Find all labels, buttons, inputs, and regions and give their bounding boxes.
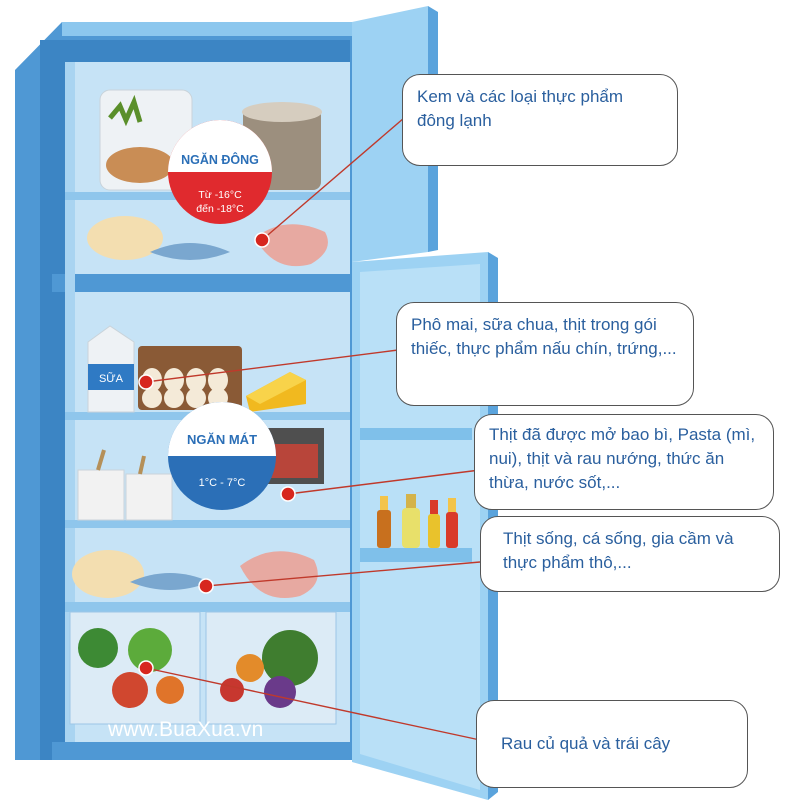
freezer-badge-line2: đến -18°C	[196, 203, 244, 215]
callout-leftovers-text: Thịt đã được mở bao bì, Pasta (mì, nui),…	[489, 425, 755, 492]
callout-freezer: Kem và các loại thực phẩm đông lạnh	[402, 74, 678, 166]
freezer-temperature-badge: NGĂN ĐÔNG Từ -16°C đến -18°C	[168, 120, 272, 224]
callout-leftovers: Thịt đã được mở bao bì, Pasta (mì, nui),…	[474, 414, 774, 510]
callout-produce-text: Rau củ quả và trái cây	[501, 732, 670, 756]
fridge-badge-range: 1°C - 7°C	[199, 477, 246, 489]
callout-raw-meat: Thịt sống, cá sống, gia cầm và thực phẩm…	[480, 516, 780, 592]
callout-produce: Rau củ quả và trái cây	[476, 700, 748, 788]
callout-dairy: Phô mai, sữa chua, thịt trong gói thiếc,…	[396, 302, 694, 406]
callout-raw-meat-text: Thịt sống, cá sống, gia cầm và thực phẩm…	[503, 529, 734, 572]
callout-dairy-text: Phô mai, sữa chua, thịt trong gói thiếc,…	[411, 315, 677, 358]
door-shelf	[360, 428, 472, 440]
freezer-badge-title: NGĂN ĐÔNG	[181, 152, 259, 167]
fridge-temperature-badge: NGĂN MÁT 1°C - 7°C	[168, 402, 276, 510]
milk-label: SỮA	[99, 372, 124, 385]
callout-freezer-text: Kem và các loại thực phẩm đông lạnh	[417, 87, 623, 130]
website-watermark: www.BuaXua.vn	[108, 718, 264, 742]
freezer-badge-line1: Từ -16°C	[198, 189, 242, 201]
door-shelf	[360, 548, 472, 562]
fridge-badge-title: NGĂN MÁT	[187, 432, 257, 447]
